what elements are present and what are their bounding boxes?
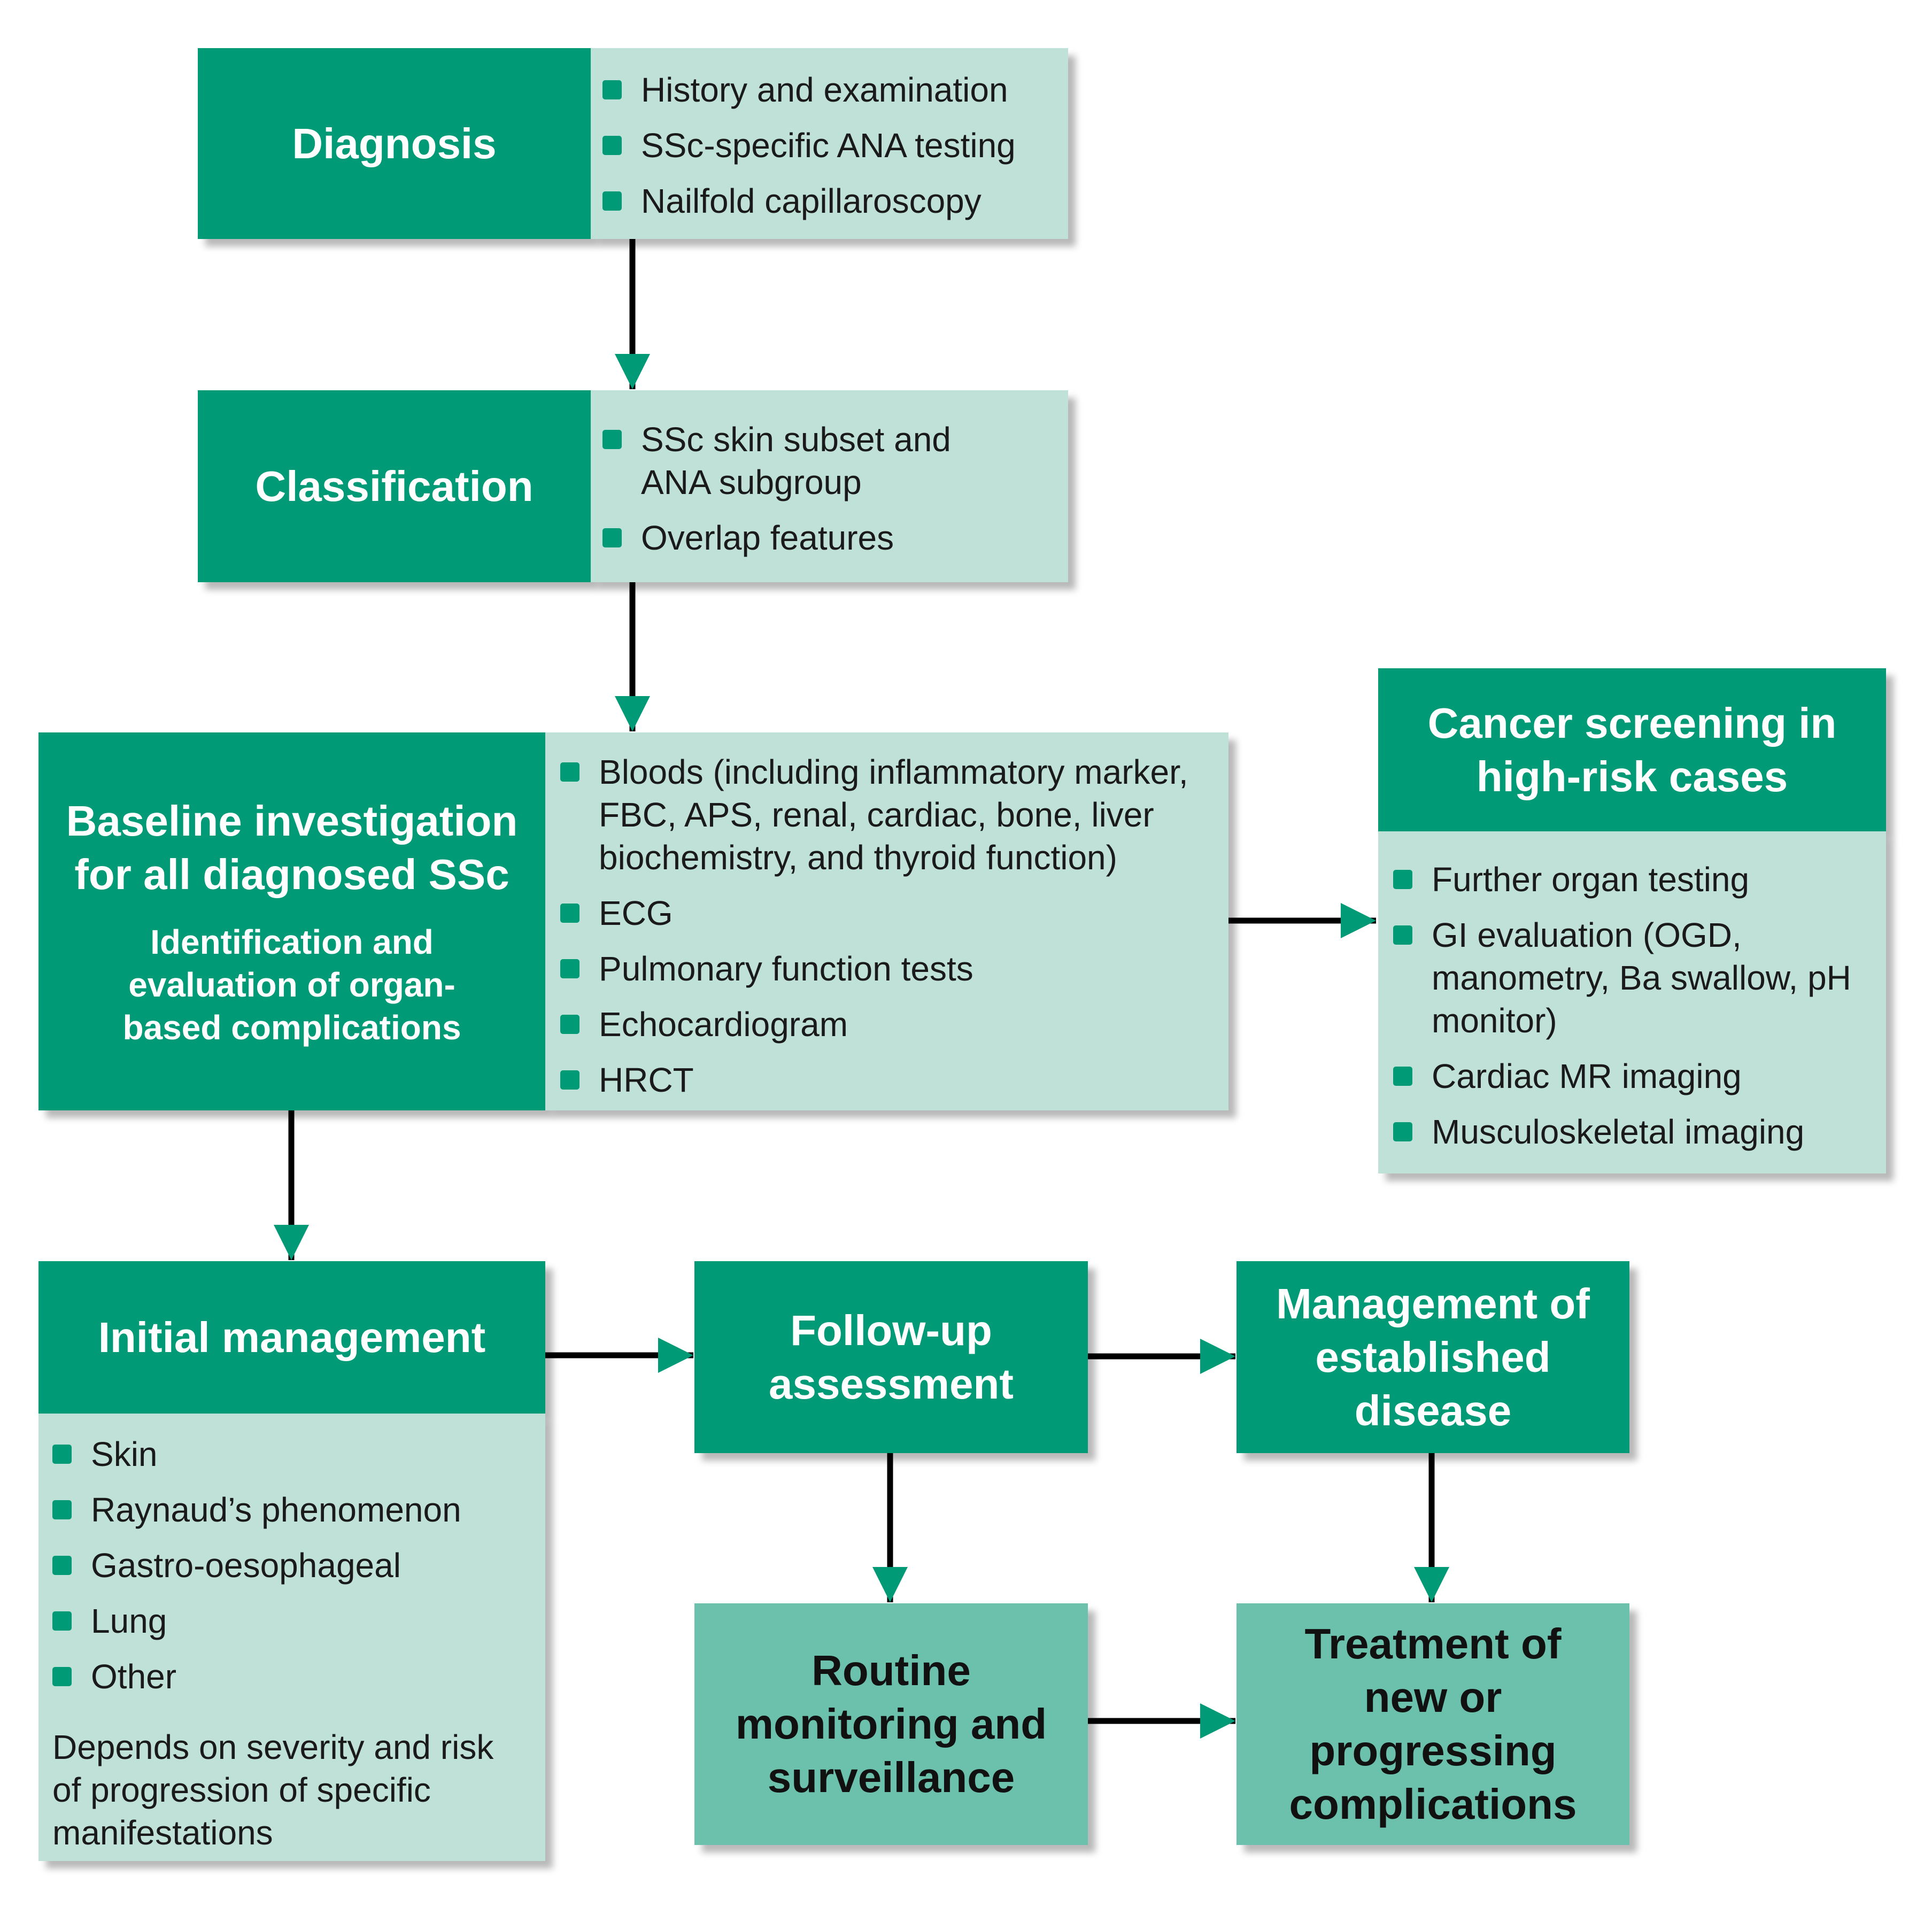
treatment-title: Treatment of new or progressing complica… bbox=[1289, 1620, 1577, 1828]
bullet-square-icon bbox=[52, 1500, 72, 1519]
classification-title: Classification bbox=[255, 462, 534, 510]
classification-title-box: Classification bbox=[198, 390, 591, 582]
diagnosis-list: History and examination SSc-specific ANA… bbox=[602, 68, 1057, 222]
bullet-square-icon bbox=[52, 1445, 72, 1464]
list-item: Bloods (including inflammatory marker, F… bbox=[560, 751, 1218, 879]
list-item: Nailfold capillaroscopy bbox=[602, 180, 1057, 222]
list-item: Skin bbox=[52, 1433, 529, 1476]
treatment-box: Treatment of new or progressing complica… bbox=[1237, 1603, 1629, 1845]
bullet-square-icon bbox=[52, 1667, 72, 1686]
cancer-list: Further organ testing GI evaluation (OGD… bbox=[1393, 858, 1875, 1153]
bullet-square-icon bbox=[560, 1015, 579, 1034]
bullet-square-icon bbox=[560, 904, 579, 923]
bullet-square-icon bbox=[1393, 870, 1412, 889]
cancer-title: Cancer screening in high-risk cases bbox=[1427, 699, 1837, 800]
baseline-title: Baseline investigation for all diagnosed… bbox=[66, 797, 518, 898]
bullet-square-icon bbox=[602, 528, 622, 547]
diagnosis-items-box: History and examination SSc-specific ANA… bbox=[591, 48, 1068, 239]
list-item: Cardiac MR imaging bbox=[1393, 1055, 1875, 1098]
routine-title: Routine monitoring and surveillance bbox=[735, 1647, 1047, 1801]
baseline-items-box: Bloods (including inflammatory marker, F… bbox=[545, 732, 1228, 1110]
bullet-square-icon bbox=[560, 959, 579, 978]
bullet-square-icon bbox=[602, 430, 622, 449]
bullet-square-icon bbox=[602, 191, 622, 211]
list-item: GI evaluation (OGD, manometry, Ba swallo… bbox=[1393, 914, 1875, 1042]
bullet-square-icon bbox=[560, 762, 579, 782]
list-item: Overlap features bbox=[602, 516, 977, 559]
diagnosis-title-box: Diagnosis bbox=[198, 48, 591, 239]
initial-items-box: Skin Raynaud’s phenomenon Gastro-oesopha… bbox=[38, 1414, 545, 1861]
baseline-subtitle: Identification and evaluation of organ-b… bbox=[122, 922, 461, 1047]
followup-title: Follow-up assessment bbox=[768, 1306, 1014, 1408]
list-item: Pulmonary function tests bbox=[560, 947, 1218, 990]
list-item: History and examination bbox=[602, 68, 1057, 111]
bullet-square-icon bbox=[1393, 1067, 1412, 1086]
diagnosis-title: Diagnosis bbox=[292, 119, 497, 167]
cancer-items-box: Further organ testing GI evaluation (OGD… bbox=[1378, 831, 1886, 1173]
bullet-square-icon bbox=[1393, 1122, 1412, 1141]
initial-list: Skin Raynaud’s phenomenon Gastro-oesopha… bbox=[52, 1433, 529, 1698]
bullet-square-icon bbox=[602, 80, 622, 99]
followup-box: Follow-up assessment bbox=[694, 1261, 1088, 1453]
baseline-title-box: Baseline investigation for all diagnosed… bbox=[38, 732, 545, 1110]
initial-title-box: Initial management bbox=[38, 1261, 545, 1414]
bullet-square-icon bbox=[52, 1556, 72, 1575]
established-title: Management of established disease bbox=[1276, 1279, 1590, 1434]
established-box: Management of established disease bbox=[1237, 1261, 1629, 1453]
list-item: Further organ testing bbox=[1393, 858, 1875, 901]
list-item: Other bbox=[52, 1655, 529, 1698]
list-item: SSc-specific ANA testing bbox=[602, 124, 1057, 167]
bullet-square-icon bbox=[52, 1611, 72, 1631]
list-item: Musculoskeletal imaging bbox=[1393, 1110, 1875, 1153]
list-item: ECG bbox=[560, 892, 1218, 935]
list-item: Gastro-oesophageal bbox=[52, 1544, 529, 1587]
list-item: Raynaud’s phenomenon bbox=[52, 1488, 529, 1531]
baseline-list: Bloods (including inflammatory marker, F… bbox=[560, 751, 1218, 1101]
cancer-title-box: Cancer screening in high-risk cases bbox=[1378, 668, 1886, 831]
routine-box: Routine monitoring and surveillance bbox=[694, 1603, 1088, 1845]
initial-title: Initial management bbox=[98, 1313, 486, 1361]
bullet-square-icon bbox=[560, 1070, 579, 1090]
list-item: SSc skin subset and ANA subgroup bbox=[602, 418, 977, 504]
list-item: Lung bbox=[52, 1600, 529, 1642]
classification-list: SSc skin subset and ANA subgroup Overlap… bbox=[602, 418, 977, 559]
bullet-square-icon bbox=[602, 136, 622, 155]
bullet-square-icon bbox=[1393, 925, 1412, 945]
initial-note: Depends on severity and risk of progress… bbox=[52, 1728, 494, 1852]
list-item: HRCT bbox=[560, 1059, 1218, 1101]
classification-items-box: SSc skin subset and ANA subgroup Overlap… bbox=[591, 390, 1068, 582]
list-item: Echocardiogram bbox=[560, 1003, 1218, 1046]
